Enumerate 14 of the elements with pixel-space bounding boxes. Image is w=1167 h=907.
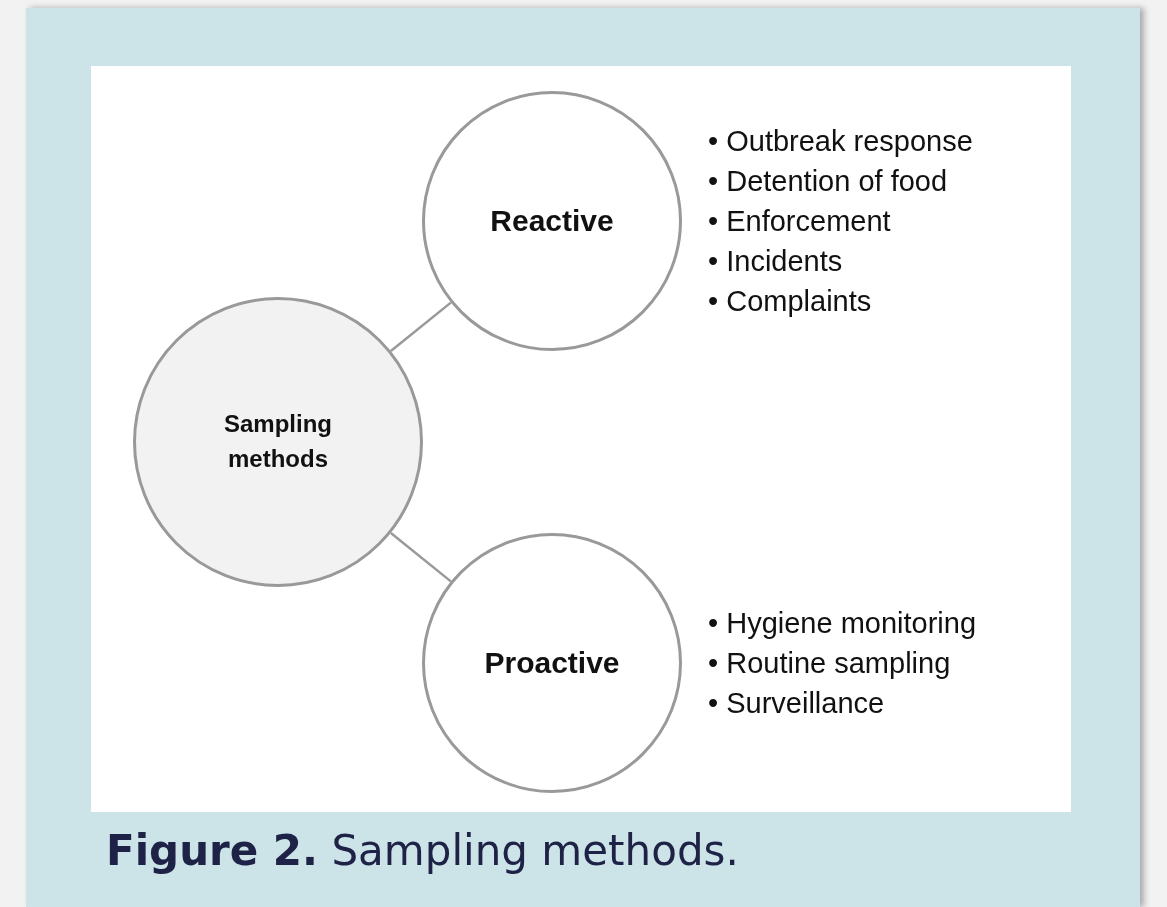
bullet-item: • Outbreak response bbox=[708, 124, 973, 159]
node-label: Reactive bbox=[490, 203, 614, 240]
figure-caption: Figure 2. Sampling methods. bbox=[106, 826, 739, 875]
bullet-item: • Routine sampling bbox=[708, 646, 952, 681]
bullet-item: • Surveillance bbox=[708, 686, 886, 721]
node-label: Proactive bbox=[484, 645, 620, 682]
connector-line bbox=[390, 532, 452, 583]
bullet-item: • Hygiene monitoring bbox=[708, 606, 977, 641]
bullet-item: • Enforcement bbox=[708, 204, 892, 239]
bullet-item: • Complaints bbox=[708, 284, 873, 319]
bullet-item: • Incidents bbox=[708, 244, 844, 279]
node-label: Sampling methods bbox=[223, 409, 333, 474]
bullet-item: • Detention of food bbox=[708, 164, 949, 199]
connector-line bbox=[390, 301, 452, 352]
